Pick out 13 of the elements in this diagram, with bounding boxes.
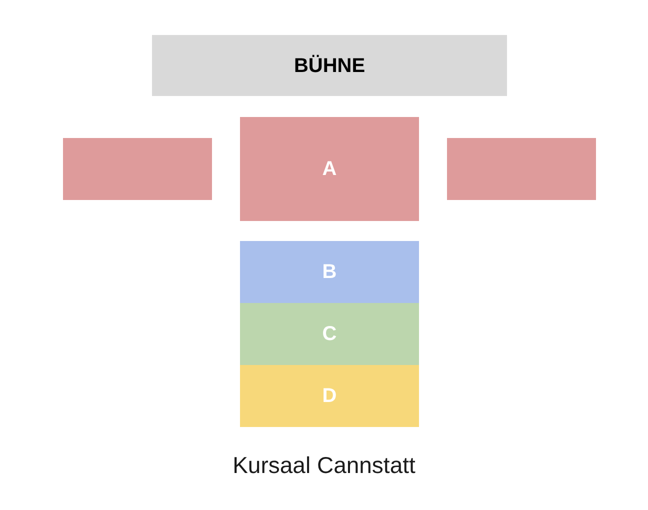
block-label: B [322,262,337,282]
seating-block [240,117,419,221]
block-label: D [322,386,337,406]
seating-block [240,365,419,427]
block-label: C [322,324,337,344]
seating-block [447,138,596,200]
seating-block [240,241,419,303]
caption: Kursaal Cannstatt [232,452,416,478]
seating-block [63,138,212,200]
stage-area [152,35,507,96]
block-label: A [322,159,337,179]
stage-label: BÜHNE [294,56,366,76]
seating-block [240,303,419,365]
